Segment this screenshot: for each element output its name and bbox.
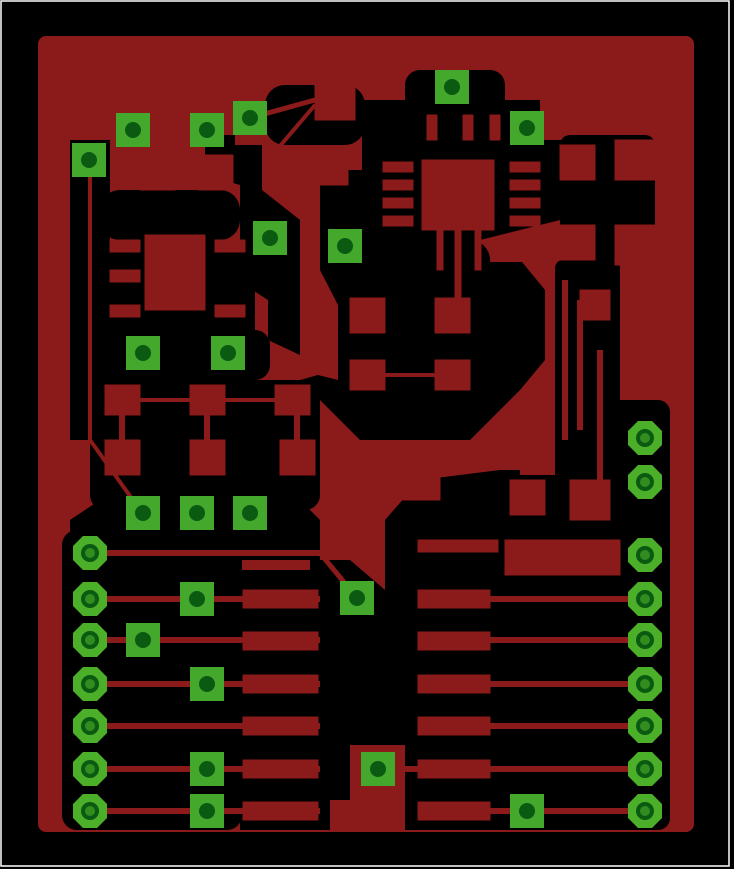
header-left-pad-2 xyxy=(73,582,107,616)
header-right xyxy=(628,421,662,828)
via-pad-21 xyxy=(510,794,544,828)
via-pad-19 xyxy=(361,752,395,786)
header-left xyxy=(73,536,107,828)
header-left-pad-6 xyxy=(73,752,107,786)
via-pad-18 xyxy=(190,752,224,786)
via-pad-17 xyxy=(190,667,224,701)
square-pads xyxy=(72,70,544,828)
via-pad-20 xyxy=(190,794,224,828)
ic-left-body xyxy=(144,234,206,311)
via-pad-9 xyxy=(126,336,160,370)
via-pad-14 xyxy=(180,582,214,616)
header-right-pad-3 xyxy=(628,538,662,572)
via-pad-13 xyxy=(233,496,267,530)
via-pad-11 xyxy=(126,496,160,530)
header-left-pad-7 xyxy=(73,794,107,828)
via-pad-12 xyxy=(180,496,214,530)
header-right-pad-6 xyxy=(628,667,662,701)
via-pad-15 xyxy=(340,581,374,615)
copper-traces xyxy=(88,84,656,821)
via-pad-6 xyxy=(510,111,544,145)
header-left-pad-4 xyxy=(73,667,107,701)
via-pad-3 xyxy=(190,113,224,147)
via-pad-2 xyxy=(116,113,150,147)
header-right-pad-1 xyxy=(628,421,662,455)
header-left-pad-5 xyxy=(73,709,107,743)
header-right-pad-7 xyxy=(628,709,662,743)
via-pad-8 xyxy=(328,229,362,263)
header-right-pad-5 xyxy=(628,623,662,657)
via-pad-16 xyxy=(126,623,160,657)
header-right-pad-2 xyxy=(628,465,662,499)
via-pad-10 xyxy=(211,336,245,370)
ic-main-body xyxy=(421,159,495,231)
header-left-pad-1 xyxy=(73,536,107,570)
via-pad-5 xyxy=(72,143,106,177)
header-right-pad-9 xyxy=(628,794,662,828)
via-pad-4 xyxy=(233,101,267,135)
via-pad-7 xyxy=(253,221,287,255)
header-left-pad-3 xyxy=(73,623,107,657)
header-right-pad-4 xyxy=(628,582,662,616)
header-right-pad-8 xyxy=(628,752,662,786)
via-pad-1 xyxy=(435,70,469,104)
